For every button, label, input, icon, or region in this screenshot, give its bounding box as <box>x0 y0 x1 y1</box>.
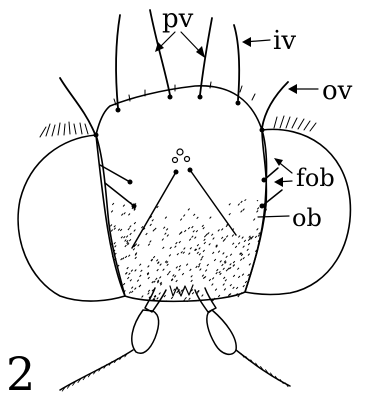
label-ob: ob <box>292 204 322 232</box>
right-antenna-segment <box>207 310 236 354</box>
label-pv: pv <box>162 4 194 34</box>
label-iv: iv <box>273 26 296 56</box>
inner-vertical-bristle-right <box>234 25 239 100</box>
label-ov: ov <box>322 76 353 106</box>
ob-leader <box>258 216 289 217</box>
outer-vertical-bristle-right <box>262 82 288 128</box>
leader-arrowheads <box>155 37 297 187</box>
ocellar-triangle <box>173 149 193 175</box>
left-antenna-segment <box>132 310 159 353</box>
postvertical-bristle-right <box>200 18 212 95</box>
right-arista <box>236 350 290 386</box>
left-compound-eye <box>18 135 125 301</box>
head-capsule-outline <box>96 86 266 302</box>
bristle-sockets <box>94 95 267 209</box>
label-fob: fob <box>296 164 335 192</box>
figure-number: 2 <box>6 347 35 401</box>
arista-hairs <box>62 353 288 391</box>
inner-vertical-bristle-left <box>116 15 120 108</box>
